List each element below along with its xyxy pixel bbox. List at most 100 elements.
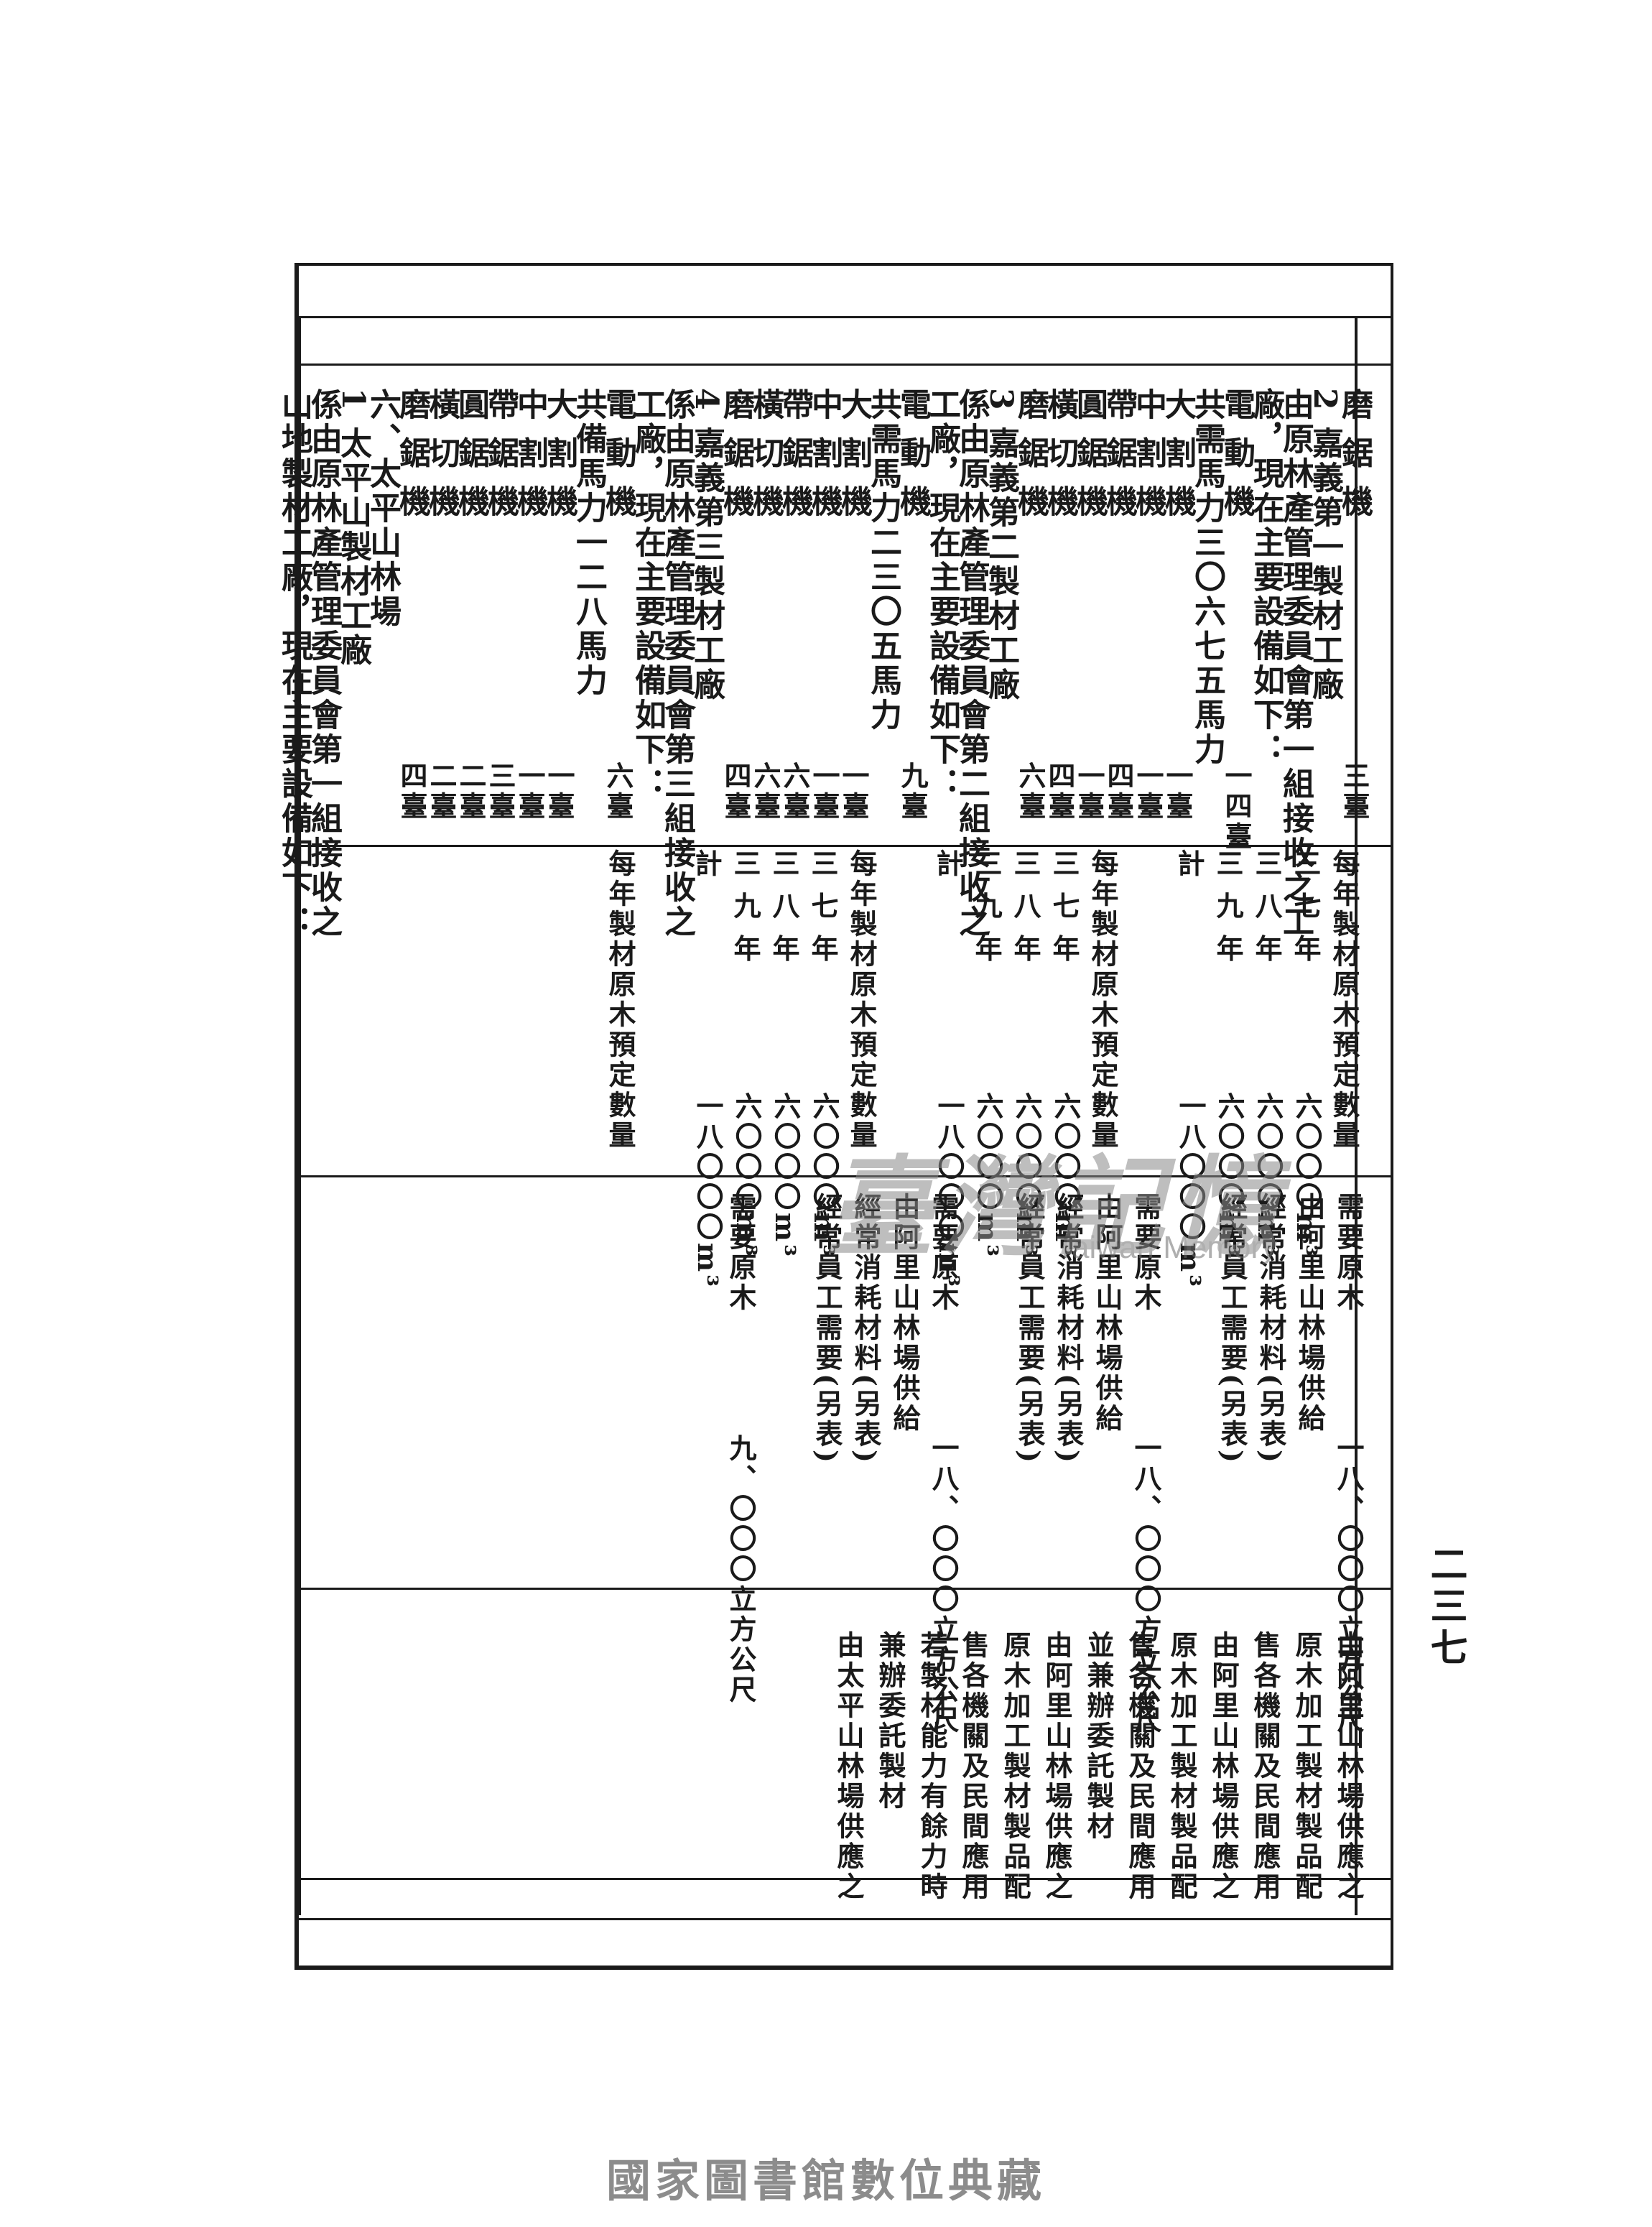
raw-material-line: 經常消耗材料(另表) — [1255, 1193, 1287, 1466]
table-frame — [294, 263, 1393, 1970]
raw-material-line: 經常員工需要(另表) — [811, 1193, 843, 1466]
raw-material-line: 經常員工需要(另表) — [1216, 1193, 1248, 1466]
volume-line: 三 七 年 — [1289, 849, 1322, 965]
equipment-line: 共備馬力一二八馬力 — [570, 388, 607, 698]
remarks-line: 由阿里山林場供應之 — [1332, 1631, 1365, 1902]
equipment-line: 廠，現在主要設備如下： — [1248, 388, 1284, 767]
volume-value: 六〇〇〇m³ — [1049, 1092, 1082, 1259]
raw-material-line: 需要原木 一八、〇〇〇立方公尺 — [1332, 1193, 1365, 1736]
volume-line: 每年製材原木預定數量 — [845, 849, 878, 1151]
volume-line: 計 — [1173, 849, 1205, 879]
equipment-line: 帶 鋸 機 — [776, 388, 813, 519]
remarks-line: 兼辦委託製材 — [874, 1631, 906, 1812]
raw-material-line: 經常員工需要(另表) — [1013, 1193, 1046, 1466]
equipment-line: 橫 切 機 — [423, 388, 460, 519]
raw-material-line: 需要原木 九、〇〇〇立方公尺 — [725, 1193, 757, 1705]
equipment-qty: 一臺 — [514, 761, 546, 822]
equipment-qty: 一臺 — [837, 761, 870, 822]
volume-value: 一八〇〇〇m³ — [1174, 1092, 1207, 1290]
volume-line: 三 九 年 — [729, 849, 761, 965]
equipment-line: 六、太平山林場 — [364, 388, 401, 629]
equipment-line: 係由原林產管理委員會第三組接收之 — [659, 388, 695, 940]
equipment-line: 電 動 機 — [894, 388, 931, 519]
remarks-line: 由阿里山林場供應之 — [1207, 1631, 1240, 1902]
equipment-qty: 四臺 — [1044, 761, 1076, 822]
volume-value: 六〇〇〇m³ — [1291, 1092, 1323, 1259]
raw-material-line: 經常消耗材料(另表) — [850, 1193, 882, 1466]
equipment-line: 電 動 機 — [600, 388, 636, 519]
bottom-rule — [299, 1878, 1391, 1880]
volume-line: 每年製材原木預定數量 — [1328, 849, 1360, 1151]
equipment-qty: 六臺 — [602, 761, 634, 822]
watermark: 臺灣記憶 Taiwan Memory — [826, 1121, 1286, 1271]
equipment-line: 磨 鋸 機 — [394, 388, 430, 519]
volume-line: 計 — [690, 849, 723, 879]
equipment-qty: 六臺 — [749, 761, 781, 822]
volume-value: 六〇〇〇m³ — [769, 1092, 802, 1259]
equipment-qty: 三臺 — [484, 761, 516, 822]
equipment-line: 大 割 機 — [541, 388, 577, 519]
equipment-line: 4 嘉義第三製材工廠 — [688, 388, 725, 703]
equipment-qty: 四臺 — [720, 761, 752, 822]
remarks-line: 原木加工製材製品配 — [1166, 1631, 1198, 1902]
volume-line: 每年製材原木預定數量 — [1087, 849, 1119, 1151]
volume-line: 三 七 年 — [1048, 849, 1080, 965]
equipment-line: 大 割 機 — [1159, 388, 1196, 519]
volume-line: 三 七 年 — [807, 849, 839, 965]
remarks-line: 原木加工製材製品配 — [999, 1631, 1031, 1902]
volume-value: 六〇〇〇m³ — [730, 1092, 763, 1259]
equipment-qty: 一臺 — [1132, 761, 1164, 822]
equipment-qty: 四臺 — [1103, 761, 1135, 822]
bottom-rule-2 — [299, 1918, 1391, 1920]
remarks-line: 若製材能力有餘力時 — [916, 1631, 948, 1902]
footer-credit: 國家圖書館數位典藏 — [605, 2154, 1046, 2207]
equipment-qty: 四臺 — [396, 761, 428, 822]
equipment-line: 1 太平山製材工廠 — [335, 388, 371, 668]
raw-material-line: 需要原木 一八、〇〇〇方立公尺 — [1130, 1193, 1162, 1736]
equipment-line: 磨 鋸 機 — [1012, 388, 1049, 519]
column-divider-2 — [299, 316, 301, 1915]
volume-value: 六〇〇〇m³ — [1252, 1092, 1284, 1259]
remarks-line: 售各機關及民間應用 — [957, 1631, 990, 1902]
equipment-qty: 一臺 — [808, 761, 840, 822]
equipment-line: 電 動 機 — [1218, 388, 1255, 519]
equipment-qty: 九臺 — [896, 761, 929, 822]
equipment-line: 係由原林產管理委員會第一組接收之 — [305, 388, 342, 940]
volume-line: 計 — [932, 849, 964, 879]
equipment-line: 圓 鋸 機 — [453, 388, 489, 519]
equipment-qty: 一臺 — [1073, 761, 1105, 822]
volume-line: 三 八 年 — [768, 849, 800, 965]
equipment-line: 帶 鋸 機 — [482, 388, 519, 519]
remarks-line: 售各機關及民間應用 — [1249, 1631, 1281, 1902]
row-divider-1 — [299, 845, 1391, 847]
watermark-text-cn: 臺灣記憶 — [826, 1144, 1286, 1271]
equipment-line: 山地製材工廠，現在主要設備如下： — [276, 388, 312, 940]
equipment-line: 帶 鋸 機 — [1100, 388, 1137, 519]
equipment-line: 共需馬力二三〇五馬力 — [865, 388, 901, 733]
volume-line: 每年製材原木預定數量 — [604, 849, 636, 1151]
raw-material-line: 需要原木 一八、〇〇〇立方公尺 — [927, 1193, 960, 1736]
volume-value: 一八〇〇〇m³ — [933, 1092, 965, 1290]
raw-material-line: 經常消耗材料(另表) — [1052, 1193, 1085, 1466]
equipment-line: 共需馬力三〇六七五馬力 — [1189, 388, 1225, 767]
volume-value: 一八〇〇〇m³ — [692, 1092, 724, 1290]
remarks-line: 原木加工製材製品配 — [1291, 1631, 1323, 1902]
equipment-qty: 六臺 — [779, 761, 811, 822]
volume-line: 三 八 年 — [1009, 849, 1041, 965]
volume-line: 三 八 年 — [1250, 849, 1283, 965]
header-rule — [299, 364, 1391, 366]
remarks-line: 由阿里山林場供應之 — [1041, 1631, 1073, 1902]
equipment-line: 圓 鋸 機 — [1071, 388, 1108, 519]
page-number: 二三七 — [1424, 1545, 1467, 1670]
equipment-qty: 一四臺 — [1220, 761, 1253, 852]
row-divider-3 — [299, 1588, 1391, 1590]
volume-line: 三 九 年 — [970, 849, 1003, 965]
remarks-line: 由太平山林場供應之 — [832, 1631, 865, 1902]
volume-value: 六〇〇〇m³ — [1213, 1092, 1245, 1259]
equipment-line: 工廠，現在主要設備如下： — [924, 388, 960, 802]
column-divider-1 — [1355, 316, 1358, 1915]
remarks-line: 售各機關及民間應用 — [1124, 1631, 1156, 1902]
equipment-line: 磨 鋸 機 — [1336, 388, 1373, 519]
equipment-line: 中 割 機 — [806, 388, 843, 519]
volume-line: 三 九 年 — [1212, 849, 1244, 965]
